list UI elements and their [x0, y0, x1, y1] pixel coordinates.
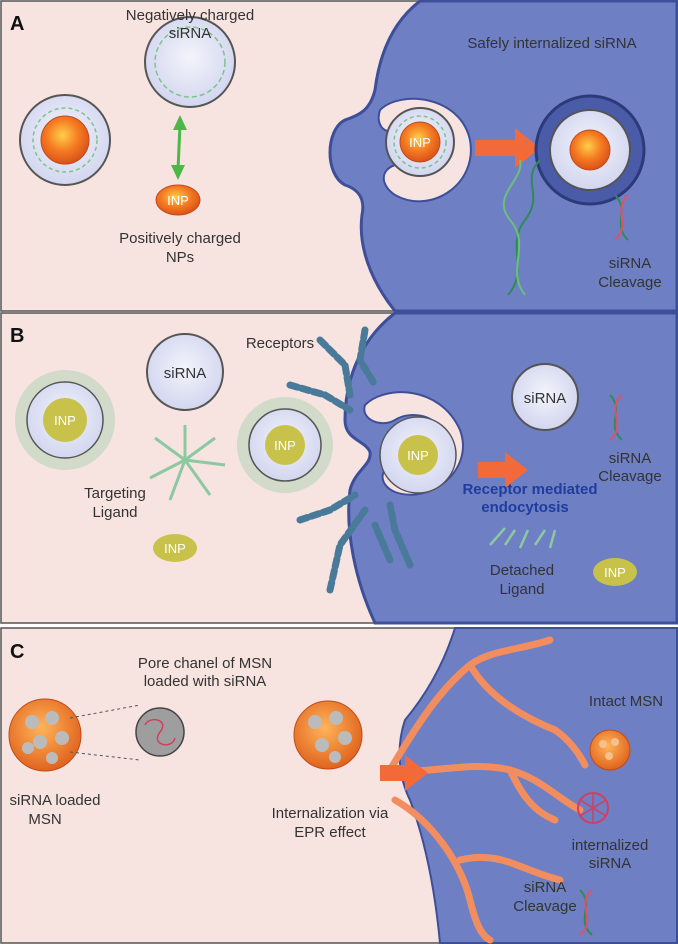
sirna-vesicle-inside-b: siRNA — [511, 363, 579, 431]
inp-label-a: INP — [167, 193, 189, 208]
cleavage-c-1: siRNA — [524, 879, 567, 896]
np-entering-a: INP — [385, 107, 455, 177]
sirna-internalized-icon — [577, 792, 609, 824]
cleavage-b-2: Cleavage — [598, 468, 661, 485]
inp-label-a2: INP — [409, 135, 431, 150]
np-ligand-pocket: INP — [379, 416, 457, 494]
inp-label-b1: INP — [54, 413, 76, 428]
detached-label-1: Detached — [490, 562, 554, 579]
internalized-label: Safely internalized siRNA — [467, 35, 636, 52]
msn-loaded — [8, 698, 82, 772]
inp-positive: INP — [155, 184, 201, 216]
receptors — [286, 326, 414, 594]
internalized-vesicle — [534, 94, 646, 206]
sirna-cleavage-c-icon — [579, 889, 593, 936]
loaded-label-2: MSN — [28, 811, 61, 828]
vesicle-np-left — [19, 94, 111, 186]
detached-label-2: Ligand — [499, 581, 544, 598]
cleavage-b-1: siRNA — [609, 450, 652, 467]
pore-label-2: loaded with siRNA — [144, 673, 267, 690]
neg-label-1: Negatively charged — [126, 7, 254, 24]
targeting-label-1: Targeting — [84, 485, 146, 502]
cleavage-a-1: siRNA — [609, 255, 652, 272]
np-ligand-left: INP — [15, 370, 115, 470]
np-ligand-approach: INP — [237, 397, 333, 493]
pore-label-1: Pore chanel of MSN — [138, 655, 272, 672]
inp-label-b3: INP — [274, 438, 296, 453]
panel-a: Negatively charged siRNA INP Positively … — [0, 0, 678, 313]
inp-label-b4: INP — [407, 448, 429, 463]
pos-label-1: Positively charged — [119, 230, 241, 247]
cleavage-c-2: Cleavage — [513, 898, 576, 915]
receptors-label: Receptors — [246, 335, 314, 352]
sirna-cleavage-a-icon — [614, 194, 629, 241]
inp-label-b5: INP — [604, 565, 626, 580]
inp-pill-b-inside: INP — [593, 558, 637, 586]
endocytosis-label-2: endocytosis — [481, 499, 569, 516]
internalized-label-c2: siRNA — [589, 855, 632, 872]
neg-label-2: siRNA — [169, 25, 212, 42]
msn-circulating — [293, 700, 363, 770]
internalized-label-c1: internalized — [572, 837, 649, 854]
pos-label-2: NPs — [166, 249, 194, 266]
inp-label-b2: INP — [164, 541, 186, 556]
sirna-vesicle — [144, 16, 236, 108]
sirna-inside-label: siRNA — [524, 390, 567, 407]
detached-ligand-icon — [489, 527, 557, 549]
double-arrow-green — [171, 115, 187, 180]
targeting-label-2: Ligand — [92, 504, 137, 521]
epr-label-1: Internalization via — [272, 805, 389, 822]
targeting-ligand — [149, 425, 226, 501]
epr-label-2: EPR effect — [294, 824, 366, 841]
cleavage-a-2: Cleavage — [598, 274, 661, 291]
panel-letter-c: C — [10, 641, 24, 663]
msn-intact-icon — [589, 729, 631, 771]
arrow-a — [475, 128, 540, 168]
endocytosis-label-1: Receptor mediated — [462, 481, 597, 498]
panel-letter-a: A — [10, 13, 24, 35]
panel-b: Receptors INP siRNA Targeting Ligand INP — [0, 311, 678, 625]
sirna-cleavage-b-icon — [609, 394, 623, 441]
sirna-helix-a — [502, 159, 541, 296]
sirna-label-b: siRNA — [164, 365, 207, 382]
sirna-vesicle-b: siRNA — [146, 333, 224, 411]
inp-pill-b: INP — [153, 534, 197, 562]
intact-label: Intact MSN — [589, 693, 663, 710]
arrow-c — [380, 755, 428, 791]
panel-letter-b: B — [10, 325, 24, 347]
loaded-label-1: siRNA loaded — [10, 792, 101, 809]
pore-zoom — [135, 707, 185, 757]
arrow-b — [478, 452, 528, 488]
panel-c: Pore chanel of MSN loaded with siRNA siR… — [0, 627, 678, 944]
